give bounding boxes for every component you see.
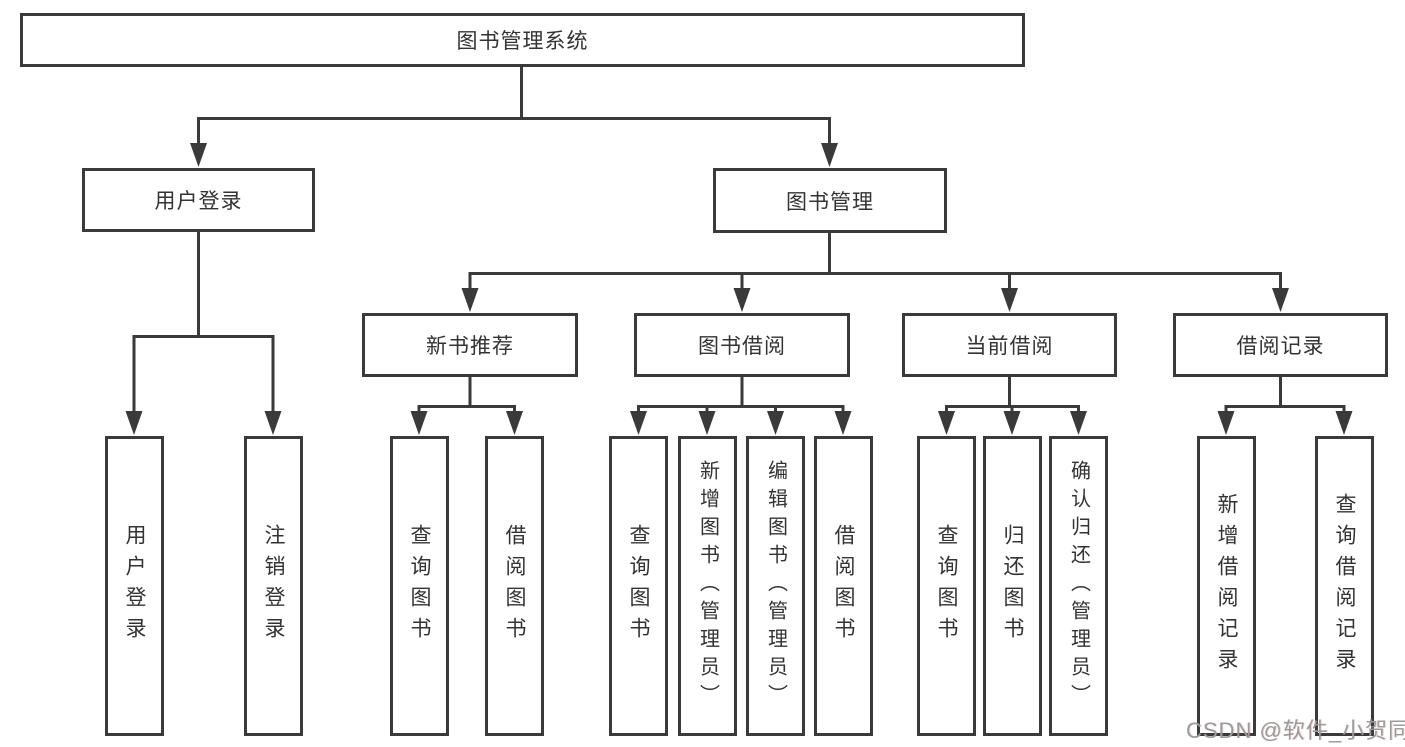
leaf-current-return-label: 归还图书: [1001, 524, 1024, 648]
csdn-watermark: CSDN @软件_小贺同学: [1186, 718, 1405, 743]
node-book-management-label: 图书管理: [786, 190, 874, 214]
node-current-borrow: 当前借阅: [902, 313, 1117, 377]
leaf-current-return: 归还图书: [983, 436, 1042, 736]
node-borrow-records: 借阅记录: [1173, 313, 1388, 377]
node-new-book-recommend: 新书推荐: [362, 313, 578, 377]
leaf-newbook-borrow-label: 借阅图书: [503, 524, 526, 648]
leaf-user-login-label: 用户登录: [123, 524, 146, 648]
node-borrow-records-label: 借阅记录: [1236, 335, 1325, 358]
node-new-book-recommend-label: 新书推荐: [426, 335, 514, 358]
leaf-newbook-query: 查询图书: [390, 436, 449, 736]
leaf-borrow-add-admin-label: 新增图书（管理员）: [696, 460, 719, 712]
node-book-management: 图书管理: [713, 168, 947, 233]
node-root-system: 图书管理系统: [20, 13, 1025, 67]
leaf-borrow-query: 查询图书: [609, 436, 668, 736]
leaf-borrow-borrow: 借阅图书: [814, 436, 873, 736]
leaf-current-confirm-admin: 确认归还（管理员）: [1049, 436, 1108, 736]
leaf-borrow-edit-admin: 编辑图书（管理员）: [746, 436, 805, 736]
leaf-logout-label: 注销登录: [262, 524, 285, 648]
leaf-borrow-borrow-label: 借阅图书: [832, 524, 855, 648]
leaf-user-login: 用户登录: [105, 436, 164, 736]
leaf-record-query-label: 查询借阅记录: [1333, 493, 1356, 679]
node-book-borrow-label: 图书借阅: [698, 335, 786, 358]
leaf-logout: 注销登录: [244, 436, 303, 736]
leaf-borrow-edit-admin-label: 编辑图书（管理员）: [764, 460, 787, 712]
node-user-login-label: 用户登录: [154, 190, 243, 213]
leaf-record-add-label: 新增借阅记录: [1215, 493, 1238, 679]
node-user-login: 用户登录: [82, 168, 315, 232]
leaf-record-query: 查询借阅记录: [1315, 436, 1374, 736]
leaf-record-add: 新增借阅记录: [1197, 436, 1256, 736]
leaf-newbook-query-label: 查询图书: [408, 524, 431, 648]
node-book-borrow: 图书借阅: [634, 313, 850, 377]
leaf-current-query-label: 查询图书: [935, 524, 958, 648]
leaf-borrow-query-label: 查询图书: [627, 524, 650, 648]
node-current-borrow-label: 当前借阅: [965, 335, 1054, 358]
node-root-label: 图书管理系统: [456, 30, 589, 53]
leaf-current-confirm-admin-label: 确认归还（管理员）: [1067, 460, 1090, 712]
leaf-newbook-borrow: 借阅图书: [485, 436, 544, 736]
leaf-borrow-add-admin: 新增图书（管理员）: [678, 436, 737, 736]
leaf-current-query: 查询图书: [917, 436, 976, 736]
